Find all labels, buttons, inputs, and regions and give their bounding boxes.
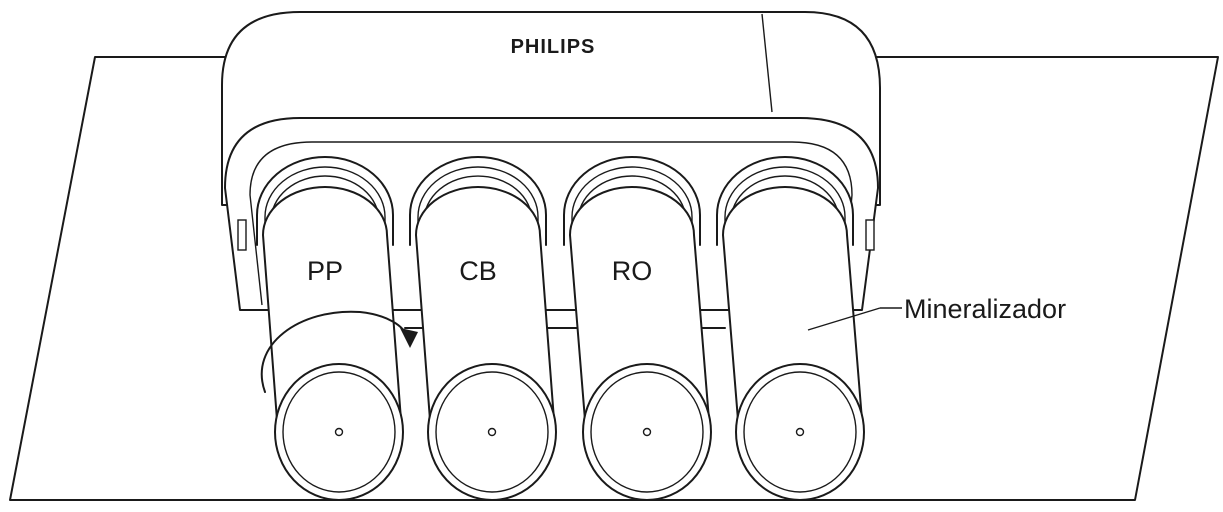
rotation-arrow-icon [260, 310, 418, 393]
cartridge-end-cap [274, 363, 404, 501]
cartridge-pp: PP [256, 156, 404, 501]
cartridge-end-hole [487, 427, 497, 437]
cartridge-body [569, 186, 710, 421]
cartridge-socket-inner [730, 175, 840, 240]
cartridge-end-cap-ring [435, 371, 549, 493]
cartridge-body [722, 186, 863, 421]
cartridge-body [415, 186, 555, 421]
cartridge-socket-inner [577, 175, 687, 240]
cartridge-group: PP CB RO [256, 156, 865, 501]
cartridge-body [262, 186, 402, 421]
cartridge-end-cap [735, 363, 865, 501]
housing-front-inner [249, 141, 853, 306]
cartridge-socket-inner [571, 166, 693, 240]
cartridge-end-hole [642, 427, 652, 437]
right-latch [865, 219, 875, 251]
cartridge-label-ro: RO [612, 256, 653, 286]
cartridge-label-cb: CB [459, 256, 497, 286]
cartridge-socket-inner [417, 166, 539, 240]
cartridge-label-pp: PP [307, 256, 343, 286]
cartridge-end-cap [427, 363, 557, 501]
cartridge-socket-inner [724, 166, 846, 240]
cartridge-end-cap [582, 363, 712, 501]
cartridge-cb: CB [409, 156, 557, 501]
cartridge-end-cap-ring [282, 371, 396, 493]
cartridge-end-cap-ring [743, 371, 857, 493]
cartridge-socket-inner [264, 166, 386, 240]
cartridge-ro: RO [563, 156, 712, 501]
brand-logo: PHILIPS [511, 36, 596, 58]
cartridge-end-cap-ring [590, 371, 704, 493]
cartridge-mineralizador [716, 156, 865, 501]
cartridge-end-hole [334, 427, 344, 437]
cartridge-socket-inner [270, 175, 380, 240]
cartridge-end-hole [795, 427, 805, 437]
callout-label: Mineralizador [904, 294, 1066, 324]
housing-seam [761, 13, 773, 113]
cartridge-socket-inner [423, 175, 533, 240]
left-latch [237, 219, 247, 251]
callout-leader [807, 307, 881, 331]
